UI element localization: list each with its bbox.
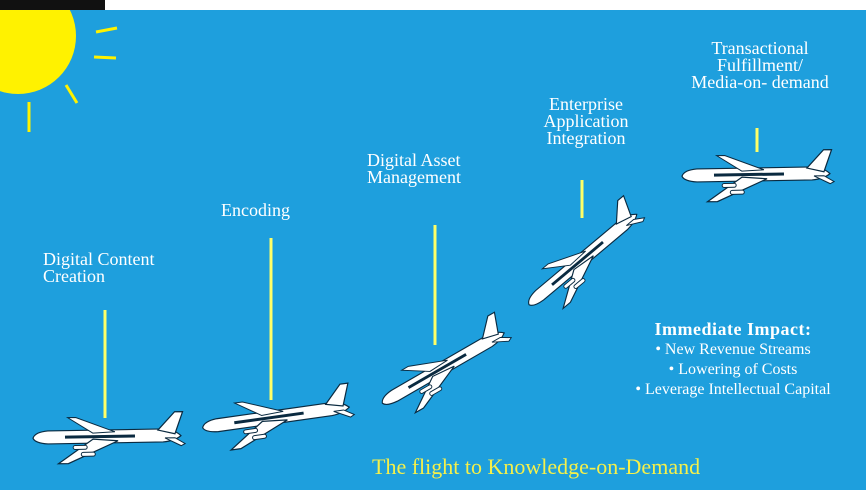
- immediate-impact-box: Immediate Impact: • New Revenue Streams …: [600, 318, 866, 400]
- airplane-icon-5: [680, 148, 836, 203]
- stage-label-transactional-fulfillment: Transactional Fulfillment/ Media-on- dem…: [691, 38, 829, 92]
- stage-label-digital-content-creation: Digital Content Creation: [43, 249, 155, 286]
- top-dark-bar: [0, 0, 105, 10]
- impact-item: • New Revenue Streams: [655, 341, 811, 358]
- bottom-margin: [0, 490, 866, 500]
- diagram-panel: Digital Content Creation Encoding Digita…: [0, 10, 866, 490]
- stage-label-encoding: Encoding: [221, 200, 290, 220]
- impact-item: • Leverage Intellectual Capital: [635, 381, 831, 398]
- airplane-icon-4: [513, 193, 657, 325]
- sun-icon: [0, 10, 118, 132]
- impact-title: Immediate Impact:: [654, 319, 812, 339]
- stage-label-digital-asset-management: Digital Asset Management: [367, 150, 461, 187]
- airplane-icon-3: [370, 310, 521, 426]
- diagram-canvas: [0, 10, 836, 465]
- airplane-icon-1: [31, 410, 187, 465]
- stage-label-enterprise-application-integration: Enterprise Application Integration: [543, 94, 629, 148]
- airplane-icon-2: [198, 382, 358, 455]
- impact-item: • Lowering of Costs: [668, 361, 798, 378]
- tagline: The flight to Knowledge-on-Demand: [372, 454, 701, 479]
